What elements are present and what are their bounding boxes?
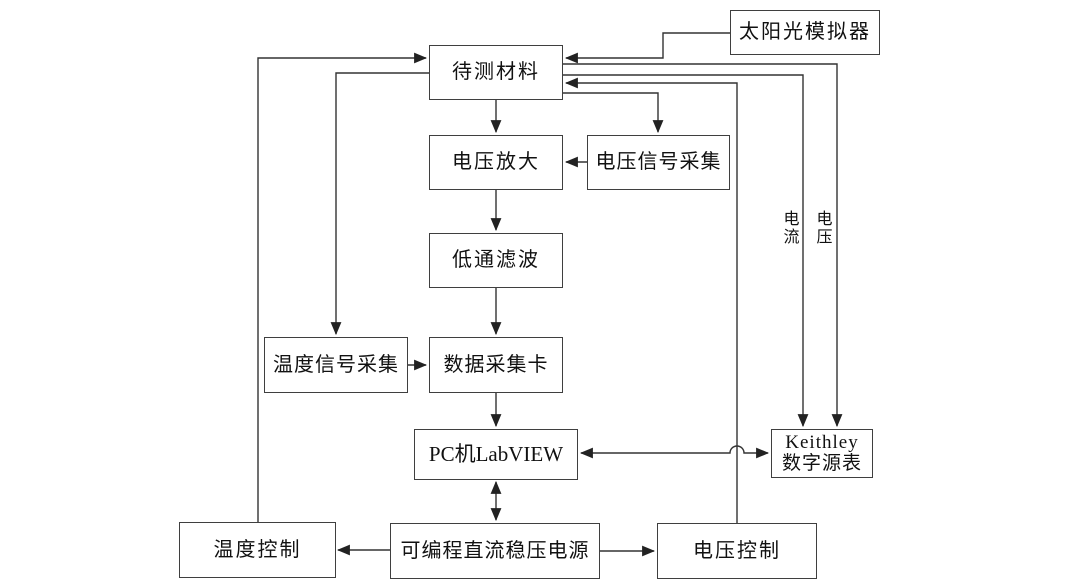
edge-material-to-keithley-current: [563, 74, 809, 428]
node-temperature-control: 温度控制: [179, 522, 336, 578]
node-data-acquisition-card: 数据采集卡: [429, 337, 563, 393]
keithley-label-line1: Keithley: [785, 431, 859, 453]
node-voltage-control: 电压控制: [657, 523, 817, 579]
edge-material-to-keithley-voltage: [563, 63, 843, 428]
edge-pc-keithley-bidirectional: [579, 445, 770, 459]
node-programmable-dc-power-supply: 可编程直流稳压电源: [390, 523, 600, 579]
node-voltage-signal-acquisition: 电压信号采集: [587, 135, 730, 190]
node-voltage-amplifier: 电压放大: [429, 135, 563, 190]
edge-material-to-temp-signal: [330, 72, 429, 336]
node-pc-labview: PC机LabVIEW: [414, 429, 578, 480]
wire-label-voltage: 电压: [815, 211, 834, 247]
node-temperature-signal-acquisition: 温度信号采集: [264, 337, 408, 393]
edge-material-to-voltage-signal: [563, 92, 664, 134]
node-material-under-test: 待测材料: [429, 45, 563, 100]
edge-voltage-control-to-material: [564, 77, 738, 523]
keithley-label-line2: 数字源表: [781, 452, 862, 474]
node-low-pass-filter: 低通滤波: [429, 233, 563, 288]
edge-simulator-to-material: [564, 32, 730, 64]
wire-label-current: 电流: [782, 211, 801, 247]
edge-temp-control-to-material: [257, 52, 428, 522]
node-solar-simulator: 太阳光模拟器: [730, 10, 880, 55]
node-keithley-sourcemeter: Keithley 数字源表: [771, 429, 873, 478]
